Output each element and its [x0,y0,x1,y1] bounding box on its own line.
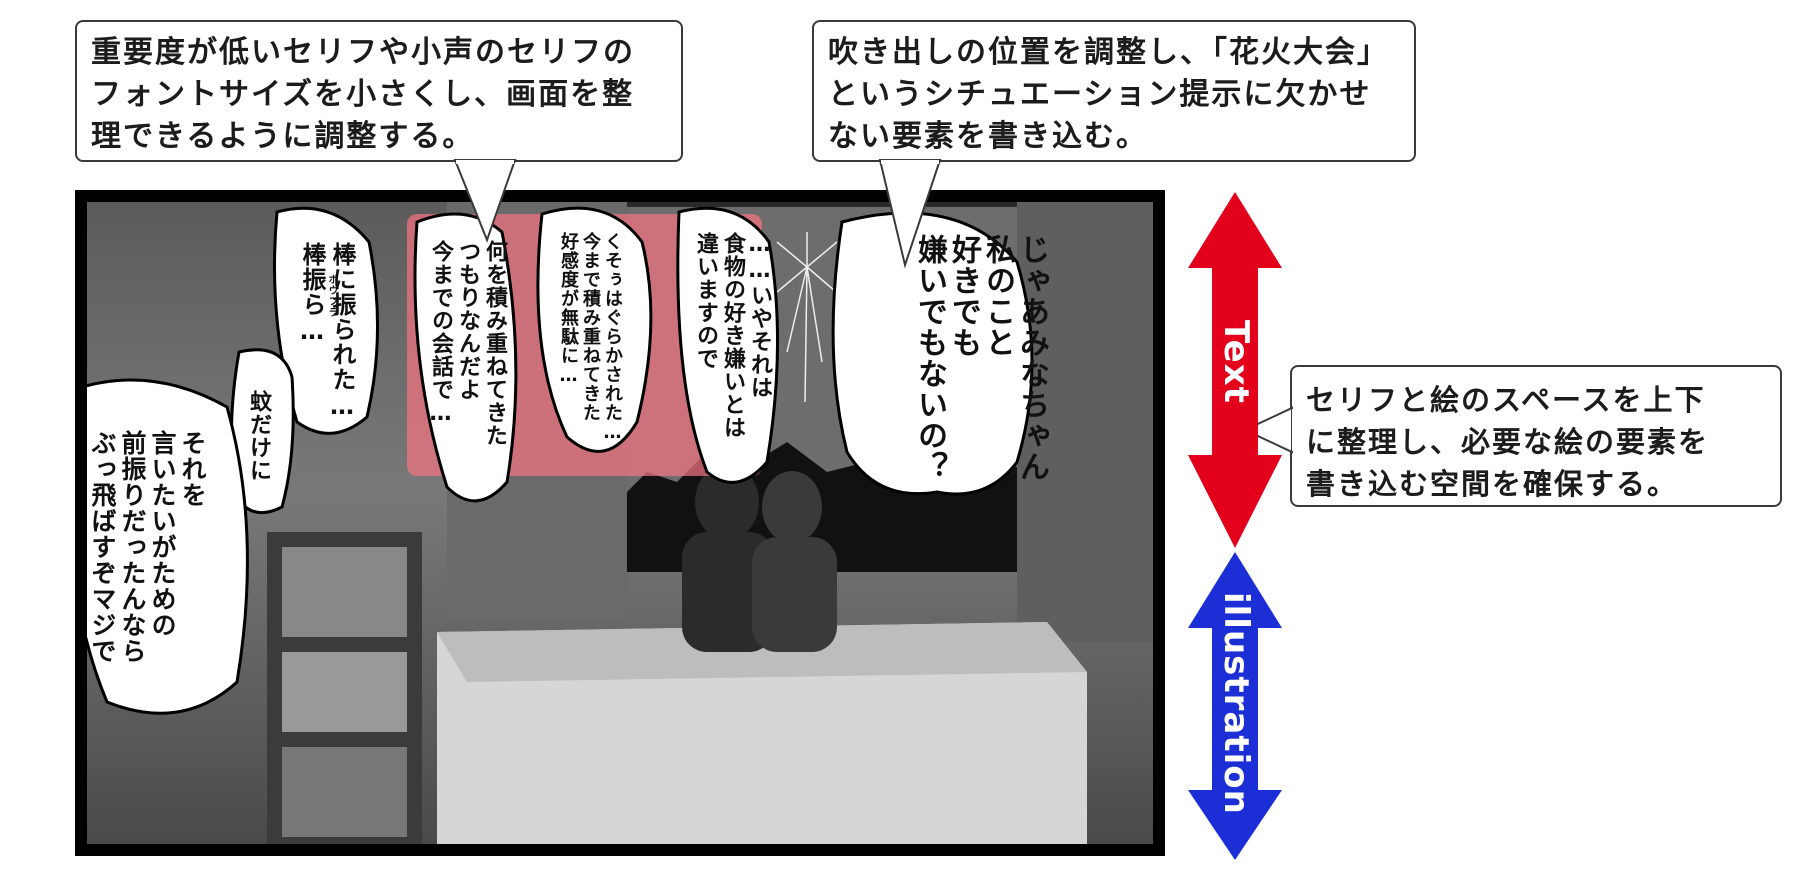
illustration-arrow [1188,552,1282,860]
balloon-1-text: じゃあみなちゃん 私のこと 好きでも 嫌いでもないの？ [912,234,1049,482]
callout-balloon-position-note: 吹き出しの位置を調整し、「花火大会」 というシチュエーション提示に欠かせ ない要… [812,20,1416,162]
balloon-2-text: ……いやそれは 食物の好き嫌いとは 違いますので [693,232,772,439]
text-arrow [1188,192,1282,548]
speech-balloon-2 [676,206,780,484]
curtain-right [1017,202,1153,642]
text-arrow-label: Text [1216,320,1256,404]
speech-balloon-5 [273,206,379,435]
balloon-4-text: 何を積み重ねてきた つもりなんだよ 今までの会話で… [428,240,507,447]
callout-space-note: セリフと絵のスペースを上下 に整理し、必要な絵の要素を 書き込む空間を確保する。 [1290,365,1782,507]
balloon-5-ruby: ボウフラ [326,274,337,318]
balloon-5-text: 棒に振られた… 棒振ら… [298,242,356,421]
manga-panel: じゃあみなちゃん 私のこと 好きでも 嫌いでもないの？ ……いやそれは 食物の好… [75,190,1165,856]
speech-balloon-7 [87,378,249,715]
illustration-arrow-label: illustration [1216,592,1256,815]
balloon-7-text: それを 言いたいがための 前振りだったんなら ぶっ飛ばすぞマジで [88,430,207,664]
speech-balloon-3 [536,206,653,453]
speech-balloon-4 [413,212,518,503]
speech-balloon-1 [831,211,1034,496]
callout-font-size-note: 重要度が低いセリフや小声のセリフの フォントサイズを小さくし、画面を整 理できる… [75,20,683,162]
callout-left-tail [453,159,517,243]
panel-illustration [87,202,1153,844]
balloon-3-text: くそぅはぐらかされた… 今まで積み重ねてきた 好感度が無駄に… [558,232,623,444]
balloon-6-text: 蚊だけに [246,390,271,482]
fireworks [776,232,843,403]
callout-center-tail [878,159,942,269]
characters-silhouette [682,464,837,652]
